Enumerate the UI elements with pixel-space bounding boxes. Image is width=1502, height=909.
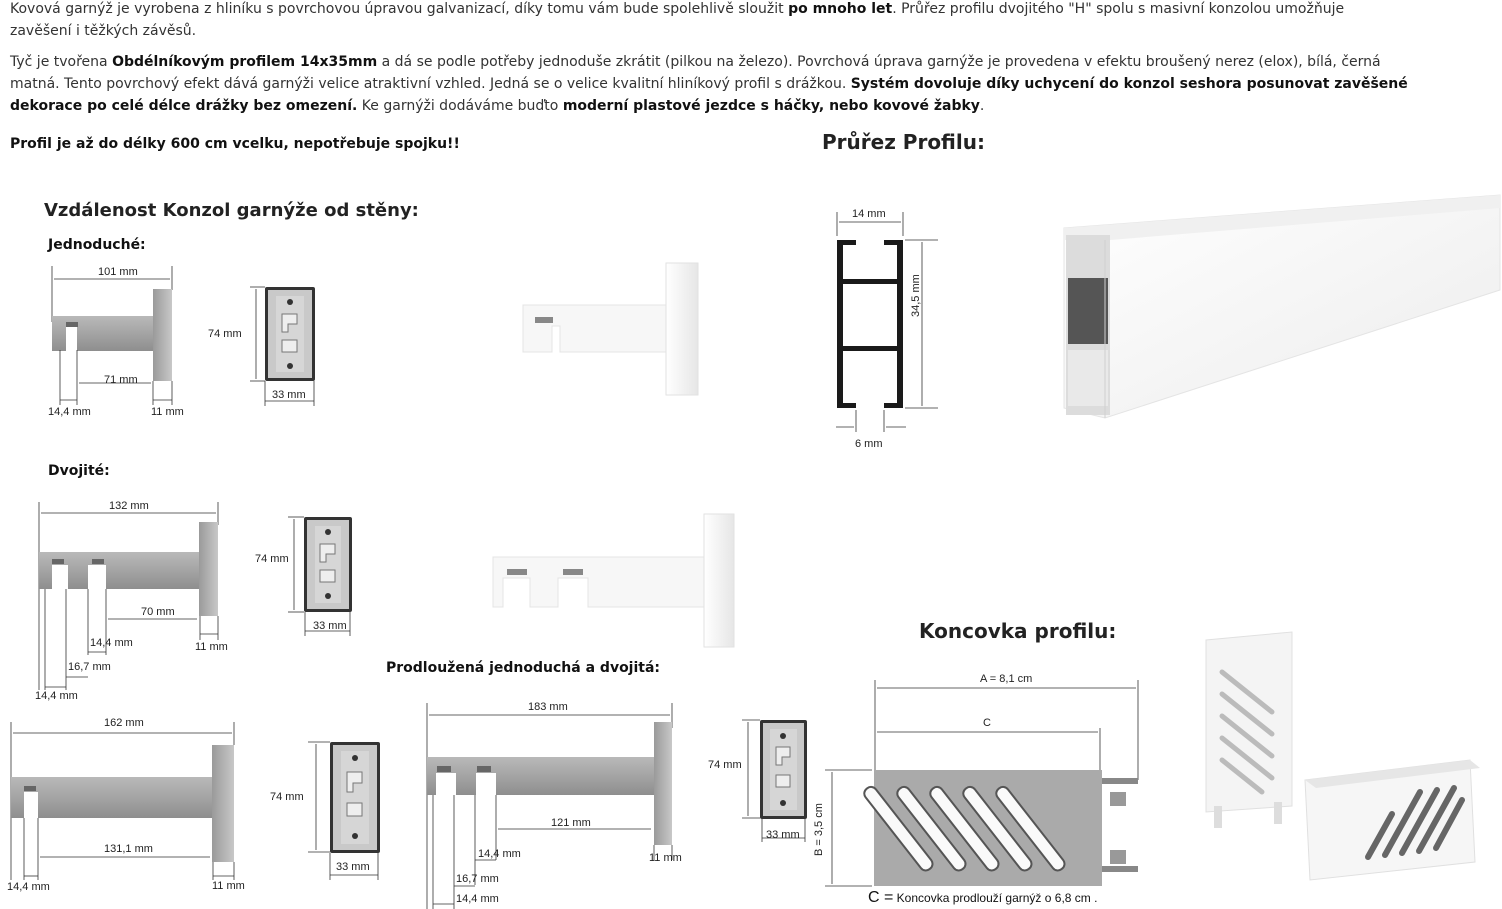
endcap-caption: C = Koncovka prodlouží garnýž o 6,8 cm . (868, 889, 1097, 907)
dim-ext-double-hook3: 14,4 mm (456, 893, 499, 905)
dim-ext-double-length: 183 mm (528, 701, 568, 713)
endcap-section-title: Koncovka profilu: (919, 619, 1117, 643)
intro-paragraph-3: Profil je až do délky 600 cm vcelku, nep… (10, 136, 460, 152)
intro-text: Tyč je tvořena (10, 54, 113, 70)
extended-single-bracket-side (10, 722, 235, 880)
intro-text: a dá se podle potřeby jednoduše zkrátit … (10, 54, 1381, 92)
extended-double-bracket-side (426, 703, 673, 909)
dim-endcap-c: C (983, 717, 991, 729)
intro-paragraph-1: Kovová garnýž je vyrobena z hliníku s po… (10, 0, 1400, 42)
double-heading: Dvojité: (48, 463, 110, 479)
dim-profile-top: 14 mm (852, 208, 886, 220)
profile-rail-render (1063, 194, 1501, 419)
dim-ext-double-hook1: 14,4 mm (478, 848, 521, 860)
endcap-white-photo (1205, 631, 1480, 881)
dim-endcap-a: A = 8,1 cm (980, 673, 1033, 685)
intro-bold: po mnoho let (788, 1, 893, 17)
extended-heading: Prodloužená jednoduchá a dvojitá: (386, 660, 661, 676)
dim-double-length: 132 mm (109, 500, 149, 512)
dim-endcap-b: B = 3,5 cm (813, 803, 825, 856)
dim-single-hook: 14,4 mm (48, 406, 91, 418)
dim-ext-double-hook2: 16,7 mm (456, 873, 499, 885)
extended-single-bracket-front (308, 741, 380, 880)
dim-profile-bottom: 6 mm (855, 438, 883, 450)
dim-ext-double-inner: 121 mm (551, 817, 591, 829)
dim-double-hook3: 14,4 mm (35, 690, 78, 702)
dim-double-hook2: 16,7 mm (68, 661, 111, 673)
dim-single-length: 101 mm (98, 266, 138, 278)
single-bracket-white-photo (522, 262, 699, 396)
intro-text: Kovová garnýž je vyrobena z hliníku s po… (10, 1, 789, 17)
dim-ext-double-front-height: 74 mm (708, 759, 742, 771)
intro-text: Ke garnýži dodáváme buďto (357, 98, 563, 114)
dim-double-plate: 11 mm (195, 641, 228, 653)
dim-double-inner: 70 mm (141, 606, 175, 618)
dim-ext-single-inner: 131,1 mm (104, 843, 153, 855)
single-bracket-side (51, 266, 173, 405)
endcap-caption-text: Koncovka prodlouží garnýž o 6,8 cm . (893, 891, 1098, 905)
intro-bold: moderní plastové jezdce s háčky, nebo ko… (562, 98, 980, 114)
intro-text: . Průřez profilu dvojitého "H" spolu s m… (10, 1, 1345, 39)
double-bracket-front (288, 516, 352, 636)
distance-section-title: Vzdálenost Konzol garnýže od stěny: (44, 200, 419, 221)
dim-single-front-height: 74 mm (208, 328, 242, 340)
intro-bold: Obdélníkovým profilem 14x35mm (112, 54, 378, 70)
dim-ext-double-plate: 11 mm (649, 852, 682, 864)
intro-text: . (979, 98, 985, 114)
dim-single-plate: 11 mm (151, 406, 184, 418)
single-bracket-front (250, 286, 315, 406)
dim-single-inner: 71 mm (104, 374, 138, 386)
dim-double-front-height: 74 mm (255, 553, 289, 565)
endcap-caption-letter: C = (868, 889, 894, 906)
dim-ext-single-plate: 11 mm (212, 880, 245, 892)
profile-section-title: Průřez Profilu: (822, 130, 985, 154)
dim-double-front-width: 33 mm (313, 620, 347, 632)
dim-double-hook1: 14,4 mm (90, 637, 133, 649)
double-bracket-side (38, 502, 219, 690)
extended-double-bracket-front (742, 719, 807, 842)
endcap-drawing (825, 680, 1139, 887)
double-bracket-white-photo (492, 513, 735, 648)
intro-bold: Systém dovoluje díky uchycení do konzol … (10, 76, 1408, 114)
intro-paragraph-2: Tyč je tvořena Obdélníkovým profilem 14x… (10, 51, 1410, 117)
dim-ext-single-front-width: 33 mm (336, 861, 370, 873)
dim-ext-double-front-width: 33 mm (766, 829, 800, 841)
dim-ext-single-hook: 14,4 mm (7, 881, 50, 893)
single-heading: Jednoduché: (48, 237, 146, 253)
dim-ext-single-front-height: 74 mm (270, 791, 304, 803)
dim-profile-height: 34,5 mm (910, 274, 922, 317)
dim-ext-single-length: 162 mm (104, 717, 144, 729)
profile-cross-section (836, 212, 938, 432)
dim-single-front-width: 33 mm (272, 389, 306, 401)
